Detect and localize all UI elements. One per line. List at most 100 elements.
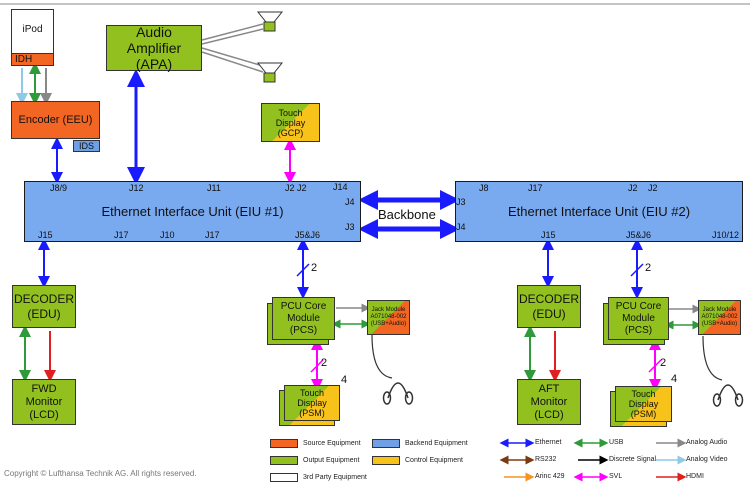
idh-label: IDH xyxy=(15,54,33,65)
psm-1-bus-count: 2 xyxy=(321,357,328,369)
eiu-2-label: Ethernet Interface Unit (EIU #2) xyxy=(507,204,691,219)
aft-label-line1: AFT xyxy=(538,382,560,395)
aft-label-line2: Monitor xyxy=(530,395,568,408)
legend-label-ethernet: Ethernet xyxy=(535,439,562,446)
legend-label-third-party: 3rd Party Equipment xyxy=(303,474,367,481)
edu-2-label-line2: (EDU) xyxy=(532,306,566,321)
legend-label-output: Output Equipment xyxy=(303,457,360,464)
psm-2-display-count: 4 xyxy=(671,373,678,385)
eiu1-conn-j14: J14 xyxy=(333,182,348,192)
pcs-1-box: PCU Core Module (PCS) xyxy=(272,297,335,340)
touch-display-gcp-box: Touch Display (GCP) xyxy=(261,103,320,142)
pcs-1-label-line2: Module xyxy=(287,312,320,324)
eiu2-conn-j17: J17 xyxy=(528,183,543,193)
jack-2-label-line1: Jack Module xyxy=(702,307,737,313)
legend-label-hdmi: HDMI xyxy=(686,473,704,480)
pcs-2-bus-count: 2 xyxy=(645,262,652,274)
legend-label-source: Source Equipment xyxy=(303,440,361,447)
pcs-2-label-line2: Module xyxy=(622,312,655,324)
legend-label-analog-audio: Analog Audio xyxy=(686,439,728,446)
decoder-edu-2-box: DECODER (EDU) xyxy=(517,285,581,328)
psm-1-label-line1: Touch xyxy=(299,388,325,398)
legend-label-rs232: RS232 xyxy=(535,456,557,463)
eiu2-conn-j5j6: J5&J6 xyxy=(626,230,652,240)
aft-monitor-box: AFT Monitor (LCD) xyxy=(517,379,581,425)
eiu2-conn-j2b: J2 xyxy=(648,183,658,193)
idh-box: IDH xyxy=(11,53,54,66)
eiu-1-label: Ethernet Interface Unit (EIU #1) xyxy=(101,204,284,219)
eiu2-conn-j1012: J10/12 xyxy=(712,230,740,240)
eiu1-conn-j17b: J17 xyxy=(205,230,220,240)
gcp-label-line2: Display xyxy=(275,117,306,128)
eiu1-conn-j12: J12 xyxy=(129,183,144,193)
legend-label-usb: USB xyxy=(609,439,624,446)
eiu1-conn-j2: J2 J2 xyxy=(285,183,307,193)
encoder-eeu-box: Encoder (EEU) xyxy=(11,101,100,139)
jack-module-2-box: Jack Module A071048-002 (USB+Audio) xyxy=(698,300,741,335)
edu-1-label-line1: DECODER xyxy=(13,291,74,306)
pcs-2-box: PCU Core Module (PCS) xyxy=(608,297,669,340)
eiu2-conn-j15: J15 xyxy=(541,230,556,240)
aft-label-line3: (LCD) xyxy=(534,408,564,421)
jack-1-label-line1: Jack Module xyxy=(371,307,406,313)
psm-1-label-line2: Display xyxy=(297,398,327,408)
audio-amplifier-apa-box: Audio Amplifier (APA) xyxy=(106,24,202,72)
psm-2-label-line3: (PSM) xyxy=(630,409,657,419)
jack-2-label-line2: A071048-002 xyxy=(701,314,738,320)
legend-swatch-backend xyxy=(372,439,400,448)
eiu2-conn-j3: J3 xyxy=(456,197,466,207)
eiu-2-box: Ethernet Interface Unit (EIU #2) xyxy=(455,181,743,242)
encoder-eeu-label: Encoder (EEU) xyxy=(18,114,93,126)
psm-1-label-line3: (PSM) xyxy=(299,408,325,418)
ids-box: IDS xyxy=(73,140,100,152)
psm-1-display-count: 4 xyxy=(341,374,348,386)
eiu1-conn-j17a: J17 xyxy=(114,230,129,240)
legend-label-svl: SVL xyxy=(609,473,623,480)
fwd-label-line3: (LCD) xyxy=(29,408,59,421)
pcs-1-label-line1: PCU Core xyxy=(280,300,327,312)
eiu1-conn-j15: J15 xyxy=(38,230,53,240)
legend-label-arinc-429: Arinc 429 xyxy=(535,473,565,480)
jack-module-1-box: Jack Module A071048-002 (USB+Audio) xyxy=(367,300,410,335)
eiu-1-box: Ethernet Interface Unit (EIU #1) xyxy=(24,181,361,242)
edu-1-label-line2: (EDU) xyxy=(27,306,61,321)
ipod-label: iPod xyxy=(22,24,43,35)
pcs-2-label-line3: (PCS) xyxy=(624,324,653,336)
edu-2-label-line1: DECODER xyxy=(518,291,579,306)
eiu2-conn-j8: J8 xyxy=(479,183,489,193)
eiu1-conn-j3: J3 xyxy=(345,222,355,232)
psm-2-box: Touch Display (PSM) xyxy=(615,386,672,422)
psm-2-label-line1: Touch xyxy=(631,389,656,399)
fwd-label-line2: Monitor xyxy=(25,395,63,408)
decoder-edu-1-box: DECODER (EDU) xyxy=(12,285,76,328)
eiu1-conn-j4: J4 xyxy=(345,197,355,207)
eiu1-conn-j89: J8/9 xyxy=(50,183,68,193)
legend-label-discrete-signal: Discrete Signal xyxy=(609,456,657,463)
legend-label-analog-video: Analog Video xyxy=(686,456,728,463)
gcp-label-line3: (GCP) xyxy=(277,127,304,138)
legend-swatch-source xyxy=(270,439,298,448)
jack-1-label-line2: A071048-002 xyxy=(370,314,407,320)
jack-2-label-line3: (USB+Audio) xyxy=(701,321,738,327)
apa-label-line1: Audio xyxy=(136,24,172,40)
fwd-label-line1: FWD xyxy=(31,382,57,395)
fwd-monitor-box: FWD Monitor (LCD) xyxy=(12,379,76,425)
pcs-2-label-line1: PCU Core xyxy=(615,300,662,312)
pcs-1-bus-count: 2 xyxy=(311,262,318,274)
eiu2-conn-j4: J4 xyxy=(456,222,466,232)
eiu2-conn-j2a: J2 xyxy=(628,183,638,193)
eiu1-conn-j10: J10 xyxy=(160,230,175,240)
legend-swatch-control xyxy=(372,456,400,465)
psm-2-label-line2: Display xyxy=(628,399,659,409)
eiu1-conn-j11: J11 xyxy=(207,183,221,193)
backbone-label: Backbone xyxy=(378,207,436,222)
jack-1-label-line3: (USB+Audio) xyxy=(370,321,407,327)
apa-label-line2: Amplifier (APA) xyxy=(126,40,182,72)
psm-1-box: Touch Display (PSM) xyxy=(284,385,340,421)
legend-swatch-output xyxy=(270,456,298,465)
pcs-1-label-line3: (PCS) xyxy=(289,324,318,336)
gcp-label-line1: Touch xyxy=(278,107,303,118)
legend-label-backend: Backend Equipment xyxy=(405,440,468,447)
ids-label: IDS xyxy=(78,141,94,151)
